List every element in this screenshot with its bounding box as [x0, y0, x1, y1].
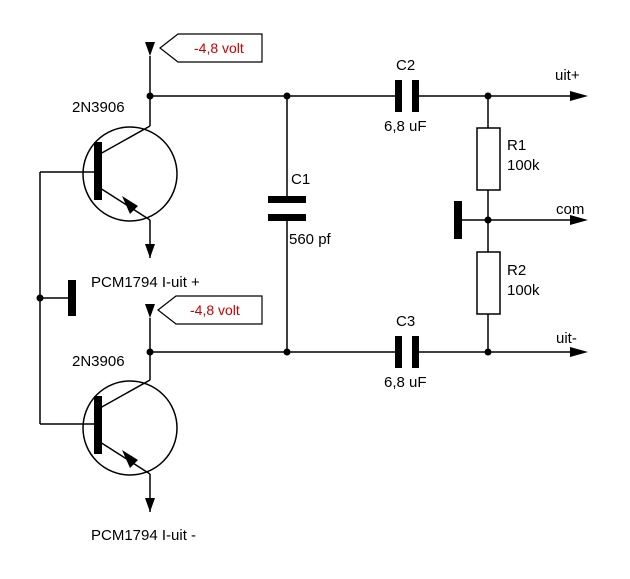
ground-symbol-com	[454, 201, 462, 239]
supply-flag-top	[159, 33, 263, 63]
junction-q1-top	[146, 92, 154, 100]
c1-plate-bottom	[268, 214, 306, 221]
c3-name: C3	[396, 313, 415, 330]
q1-emitter-arrow	[122, 196, 138, 214]
q2-input-arrow	[145, 498, 155, 512]
out-minus-label: uit-	[556, 330, 577, 347]
q1-type: 2N3906	[72, 99, 125, 116]
q2-body	[82, 380, 178, 476]
q2-input-label: PCM1794 I-uit -	[91, 527, 196, 544]
arrow-com	[570, 215, 588, 225]
q2-emitter-lead	[99, 441, 151, 475]
supply-label-bottom: -4,8 volt	[190, 302, 240, 318]
supply-label-top: -4,8 volt	[194, 40, 244, 56]
arrow-out-plus	[570, 91, 588, 101]
out-plus-label: uit+	[555, 67, 580, 84]
c2-value: 6,8 uF	[384, 118, 427, 135]
q1-input-arrow	[145, 244, 155, 258]
c2-plate-left	[395, 80, 402, 112]
c2-name: C2	[396, 57, 415, 74]
q2-emitter-arrow	[122, 450, 138, 468]
q1-emitter-lead	[99, 187, 151, 221]
q2-base-bar	[94, 396, 102, 454]
c1-plate-top	[268, 196, 306, 203]
r2-body	[476, 251, 501, 315]
c3-value: 6,8 uF	[384, 374, 427, 391]
supply-arrow-bottom	[145, 304, 155, 318]
c3-plate-left	[395, 336, 402, 368]
c2-plate-right	[412, 80, 419, 112]
r1-body	[476, 127, 501, 191]
supply-flag-bottom	[157, 295, 263, 325]
r2-value: 100k	[507, 282, 540, 299]
c3-plate-right	[412, 336, 419, 368]
q1-input-label: PCM1794 I-uit +	[91, 274, 200, 291]
junction-r2-bottom	[484, 348, 492, 356]
q2-type: 2N3906	[72, 353, 125, 370]
ground-symbol-base	[68, 280, 76, 316]
c1-name: C1	[291, 171, 310, 188]
supply-arrow-top	[145, 42, 155, 56]
q1-base-bar	[94, 142, 102, 200]
c1-value: 560 pf	[289, 231, 332, 248]
q1-body	[82, 126, 178, 222]
arrow-out-minus	[570, 347, 588, 357]
q2-collector-lead	[99, 379, 151, 409]
out-com-label: com	[556, 201, 584, 218]
junction-c1-bottom	[283, 348, 291, 356]
q1-collector-lead	[99, 125, 151, 155]
r2-name: R2	[507, 262, 526, 279]
r1-value: 100k	[507, 157, 540, 174]
r1-name: R1	[507, 137, 526, 154]
